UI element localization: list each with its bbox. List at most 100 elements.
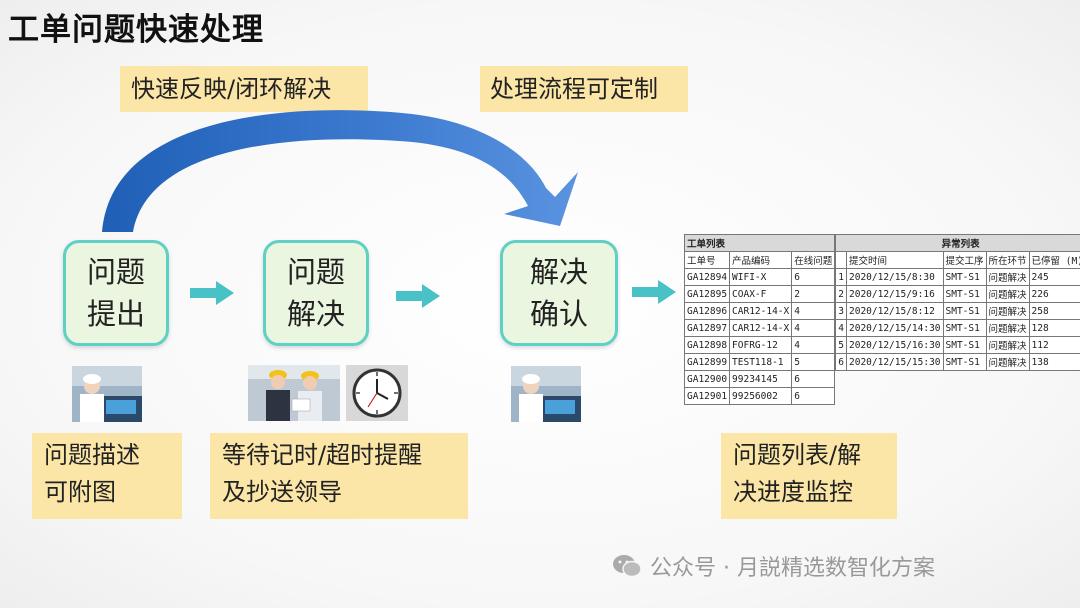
col-header: 产品编码 xyxy=(729,251,793,269)
table-cell: 2 xyxy=(791,285,836,303)
table-cell: 2020/12/15/15:30 xyxy=(846,353,944,371)
table-cell: GA12898 xyxy=(683,336,731,354)
table-cell: GA12899 xyxy=(683,353,731,371)
table-cell: 问题解决 xyxy=(985,336,1030,354)
table-cell: 2020/12/15/8:12 xyxy=(846,302,944,320)
table-cell: GA12896 xyxy=(683,302,731,320)
label-timer-reminder: 等待记时/超时提醒 及抄送领导 xyxy=(210,433,468,519)
col-header: 已停留 (M) xyxy=(1028,251,1080,269)
label-progress-monitor: 问题列表/解 决进度监控 xyxy=(721,433,897,519)
worker-photo-2 xyxy=(511,366,581,422)
table-cell: 226 xyxy=(1028,285,1080,303)
table-cell: 245 xyxy=(1028,268,1080,286)
table-cell: SMT-S1 xyxy=(942,302,987,320)
table-cell: 2020/12/15/14:30 xyxy=(846,319,944,337)
node-raise-issue-line1: 问题 xyxy=(86,254,145,289)
table-cell: CAR12-14-X xyxy=(729,319,793,337)
exception-header-row: 提交时间 提交工序 所在环节 已停留 (M) xyxy=(835,251,1080,269)
work-order-header-row: 工单号 产品编码 在线问题 xyxy=(683,251,836,269)
flow-arrow-3 xyxy=(632,280,676,304)
node-resolve-issue-line1: 问题 xyxy=(286,254,345,289)
table-cell: 6 xyxy=(791,387,836,405)
node-resolve-issue-line2: 解决 xyxy=(286,297,345,331)
flow-arrow-1 xyxy=(190,281,234,305)
table-cell: 6 xyxy=(791,268,836,286)
table-cell: CAR12-14-X xyxy=(729,302,793,320)
table-cell: 5 xyxy=(835,336,847,354)
table-cell: FOFRG-12 xyxy=(729,336,793,354)
label-issue-description-line2: 可附图 xyxy=(44,478,116,507)
node-raise-issue: 问题提出 xyxy=(63,240,169,346)
table-cell: 138 xyxy=(1028,353,1080,371)
table-cell: 112 xyxy=(1028,336,1080,354)
wechat-icon xyxy=(613,555,642,578)
engineers-photo xyxy=(248,365,340,421)
table-cell: 2020/12/15/8:30 xyxy=(846,268,944,286)
flow-arrow-2 xyxy=(396,284,440,308)
label-timer-reminder-line1: 等待记时/超时提醒 xyxy=(222,441,423,469)
col-header: 提交时间 xyxy=(846,251,944,269)
exception-table-title: 异常列表 xyxy=(835,234,1080,252)
table-cell: SMT-S1 xyxy=(942,268,987,286)
table-cell: 4 xyxy=(835,319,847,337)
col-header: 工单号 xyxy=(683,251,731,269)
table-cell: 3 xyxy=(835,302,847,320)
col-header xyxy=(835,251,847,269)
clock-icon xyxy=(346,365,408,421)
table-cell: SMT-S1 xyxy=(942,285,987,303)
col-header: 提交工序 xyxy=(942,251,987,269)
table-cell: 258 xyxy=(1028,302,1080,320)
table-cell: 4 xyxy=(791,302,836,320)
table-cell: COAX-F xyxy=(729,285,793,303)
table-cell: 6 xyxy=(835,353,847,371)
node-confirm-line1: 解决 xyxy=(529,254,588,289)
table-cell: 2 xyxy=(835,285,847,303)
table-cell: GA12897 xyxy=(683,319,731,337)
page-title: 工单问题快速处理 xyxy=(8,12,264,48)
label-customizable-flow: 处理流程可定制 xyxy=(480,66,688,112)
col-header: 所在环节 xyxy=(985,251,1030,269)
label-issue-description-line1: 问题描述 xyxy=(44,441,140,469)
table-cell: 6 xyxy=(791,370,836,388)
table-cell: 5 xyxy=(791,353,836,371)
table-cell: GA12900 xyxy=(683,370,731,388)
watermark-text: 公众号 · 月説精选数智化方案 xyxy=(650,556,935,581)
arc-body xyxy=(102,110,578,232)
watermark: 公众号 · 月説精选数智化方案 xyxy=(612,550,935,582)
label-fast-response: 快速反映/闭环解决 xyxy=(120,66,368,112)
table-cell: 问题解决 xyxy=(985,302,1030,320)
table-cell: 4 xyxy=(791,319,836,337)
table-cell: GA12894 xyxy=(683,268,731,286)
label-timer-reminder-line2: 及抄送领导 xyxy=(222,478,342,507)
node-confirm-resolution: 解决确认 xyxy=(500,240,618,346)
table-cell: 问题解决 xyxy=(985,353,1030,371)
table-cell: SMT-S1 xyxy=(942,319,987,337)
table-cell: 128 xyxy=(1028,319,1080,337)
node-raise-issue-line2: 提出 xyxy=(86,297,145,331)
node-confirm-line2: 确认 xyxy=(529,297,588,331)
table-cell: 99234145 xyxy=(729,370,793,388)
label-progress-monitor-line2: 决进度监控 xyxy=(733,478,853,507)
table-cell: 2020/12/15/16:30 xyxy=(846,336,944,354)
label-progress-monitor-line1: 问题列表/解 xyxy=(733,441,862,469)
table-cell: GA12895 xyxy=(683,285,731,303)
worker-photo-1 xyxy=(72,366,142,422)
table-cell: 问题解决 xyxy=(985,285,1030,303)
table-cell: 99256002 xyxy=(729,387,793,405)
table-cell: 问题解决 xyxy=(985,319,1030,337)
